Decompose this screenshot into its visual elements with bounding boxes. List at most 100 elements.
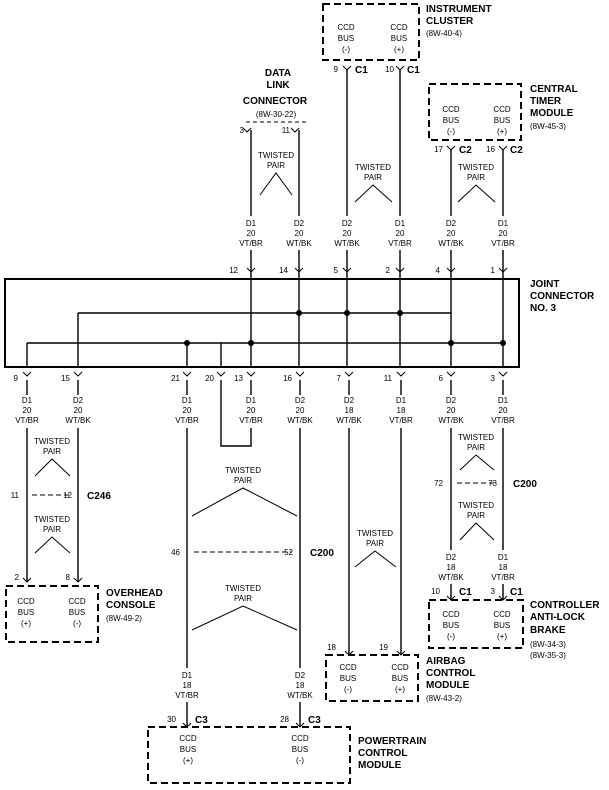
svg-text:D1: D1 bbox=[395, 219, 406, 228]
joint-connector: JOINT CONNECTOR NO. 3 12 14 5 2 4 1 9 15… bbox=[4, 266, 595, 383]
svg-text:D2: D2 bbox=[294, 219, 305, 228]
svg-text:BUS: BUS bbox=[494, 621, 510, 630]
joint-connector-title: JOINT bbox=[530, 279, 559, 290]
svg-text:D1: D1 bbox=[22, 396, 33, 405]
wire-lines bbox=[26, 70, 504, 727]
svg-text:17: 17 bbox=[434, 145, 443, 154]
svg-text:CCD: CCD bbox=[68, 597, 86, 606]
svg-text:D1: D1 bbox=[246, 219, 257, 228]
svg-text:3: 3 bbox=[491, 587, 496, 596]
svg-text:3: 3 bbox=[491, 374, 496, 383]
svg-text:VT/BR: VT/BR bbox=[491, 239, 515, 248]
svg-text:PAIR: PAIR bbox=[467, 511, 485, 520]
svg-text:PAIR: PAIR bbox=[467, 443, 485, 452]
svg-text:9: 9 bbox=[334, 65, 339, 74]
svg-text:(8W-30-22): (8W-30-22) bbox=[256, 110, 297, 119]
svg-text:PAIR: PAIR bbox=[234, 594, 252, 603]
svg-text:CONTROL: CONTROL bbox=[358, 748, 407, 759]
svg-text:20: 20 bbox=[247, 406, 256, 415]
svg-text:6: 6 bbox=[439, 374, 444, 383]
svg-text:BUS: BUS bbox=[340, 674, 356, 683]
svg-text:11: 11 bbox=[11, 491, 20, 500]
svg-text:BUS: BUS bbox=[338, 34, 354, 43]
svg-text:VT/BR: VT/BR bbox=[389, 416, 413, 425]
svg-text:TWISTED: TWISTED bbox=[225, 584, 261, 593]
svg-text:WT/BK: WT/BK bbox=[287, 691, 313, 700]
svg-text:7: 7 bbox=[337, 374, 342, 383]
svg-text:WT/BK: WT/BK bbox=[65, 416, 91, 425]
svg-text:TWISTED: TWISTED bbox=[458, 163, 494, 172]
svg-text:PAIR: PAIR bbox=[267, 161, 285, 170]
overhead-console: CCD BUS (+) CCD BUS (-) OVERHEAD CONSOLE… bbox=[5, 573, 163, 643]
svg-text:C200: C200 bbox=[513, 479, 537, 490]
c200-left-connector: 46 52 C200 bbox=[171, 548, 334, 559]
svg-text:2: 2 bbox=[386, 266, 391, 275]
splice-dots bbox=[184, 310, 506, 346]
svg-text:20: 20 bbox=[183, 406, 192, 415]
svg-text:C1: C1 bbox=[459, 587, 472, 598]
svg-text:TWISTED: TWISTED bbox=[34, 515, 70, 524]
svg-text:MODULE: MODULE bbox=[358, 760, 402, 771]
svg-text:20: 20 bbox=[247, 229, 256, 238]
svg-text:4: 4 bbox=[436, 266, 441, 275]
svg-text:VT/BR: VT/BR bbox=[175, 416, 199, 425]
svg-text:VT/BR: VT/BR bbox=[175, 691, 199, 700]
pin-marks bbox=[22, 65, 508, 728]
svg-text:9: 9 bbox=[14, 374, 19, 383]
svg-text:C1: C1 bbox=[355, 65, 368, 76]
svg-text:20: 20 bbox=[396, 229, 405, 238]
svg-text:18: 18 bbox=[397, 406, 406, 415]
svg-text:2: 2 bbox=[15, 573, 20, 582]
svg-text:VT/BR: VT/BR bbox=[15, 416, 39, 425]
svg-text:BUS: BUS bbox=[391, 34, 407, 43]
svg-text:CCD: CCD bbox=[179, 734, 197, 743]
svg-text:46: 46 bbox=[171, 548, 180, 557]
svg-text:BUS: BUS bbox=[180, 745, 196, 754]
svg-text:30: 30 bbox=[167, 715, 176, 724]
svg-text:WT/BK: WT/BK bbox=[438, 573, 464, 582]
svg-text:C2: C2 bbox=[459, 145, 472, 156]
svg-text:(+): (+) bbox=[497, 632, 507, 641]
svg-text:TWISTED: TWISTED bbox=[34, 437, 70, 446]
svg-text:VT/BR: VT/BR bbox=[491, 416, 515, 425]
svg-text:12: 12 bbox=[229, 266, 238, 275]
svg-text:16: 16 bbox=[486, 145, 495, 154]
svg-text:BUS: BUS bbox=[392, 674, 408, 683]
svg-text:(-): (-) bbox=[296, 756, 304, 765]
svg-text:CONTROL: CONTROL bbox=[426, 668, 475, 679]
svg-text:CCD: CCD bbox=[390, 23, 408, 32]
svg-text:D1: D1 bbox=[182, 671, 193, 680]
svg-text:LINK: LINK bbox=[266, 80, 290, 91]
svg-text:C3: C3 bbox=[195, 715, 208, 726]
svg-text:11: 11 bbox=[384, 374, 393, 383]
svg-text:MODULE: MODULE bbox=[426, 680, 470, 691]
instrument-cluster-title: INSTRUMENT bbox=[426, 4, 492, 15]
svg-text:C246: C246 bbox=[87, 491, 111, 502]
svg-text:CCD: CCD bbox=[291, 734, 309, 743]
svg-text:(8W-43-2): (8W-43-2) bbox=[426, 694, 462, 703]
svg-text:CLUSTER: CLUSTER bbox=[426, 16, 474, 27]
svg-text:20: 20 bbox=[295, 229, 304, 238]
svg-text:WT/BK: WT/BK bbox=[286, 239, 312, 248]
svg-text:TWISTED: TWISTED bbox=[458, 433, 494, 442]
svg-text:TWISTED: TWISTED bbox=[458, 501, 494, 510]
svg-text:19: 19 bbox=[379, 643, 388, 652]
svg-text:D2: D2 bbox=[446, 396, 457, 405]
svg-text:CCD: CCD bbox=[493, 105, 511, 114]
svg-text:D1: D1 bbox=[396, 396, 407, 405]
svg-text:5: 5 bbox=[334, 266, 339, 275]
svg-text:TWISTED: TWISTED bbox=[225, 466, 261, 475]
svg-text:(-): (-) bbox=[447, 632, 455, 641]
svg-text:WT/BK: WT/BK bbox=[438, 239, 464, 248]
svg-text:VT/BR: VT/BR bbox=[239, 416, 263, 425]
svg-text:8: 8 bbox=[66, 573, 71, 582]
abs-title: CONTROLLER bbox=[530, 600, 600, 611]
svg-text:18: 18 bbox=[499, 563, 508, 572]
svg-text:CONNECTOR: CONNECTOR bbox=[530, 291, 595, 302]
svg-text:(-): (-) bbox=[447, 127, 455, 136]
svg-text:C1: C1 bbox=[510, 587, 523, 598]
svg-text:PAIR: PAIR bbox=[234, 476, 252, 485]
svg-text:VT/BR: VT/BR bbox=[491, 573, 515, 582]
svg-text:20: 20 bbox=[74, 406, 83, 415]
svg-text:20: 20 bbox=[499, 229, 508, 238]
